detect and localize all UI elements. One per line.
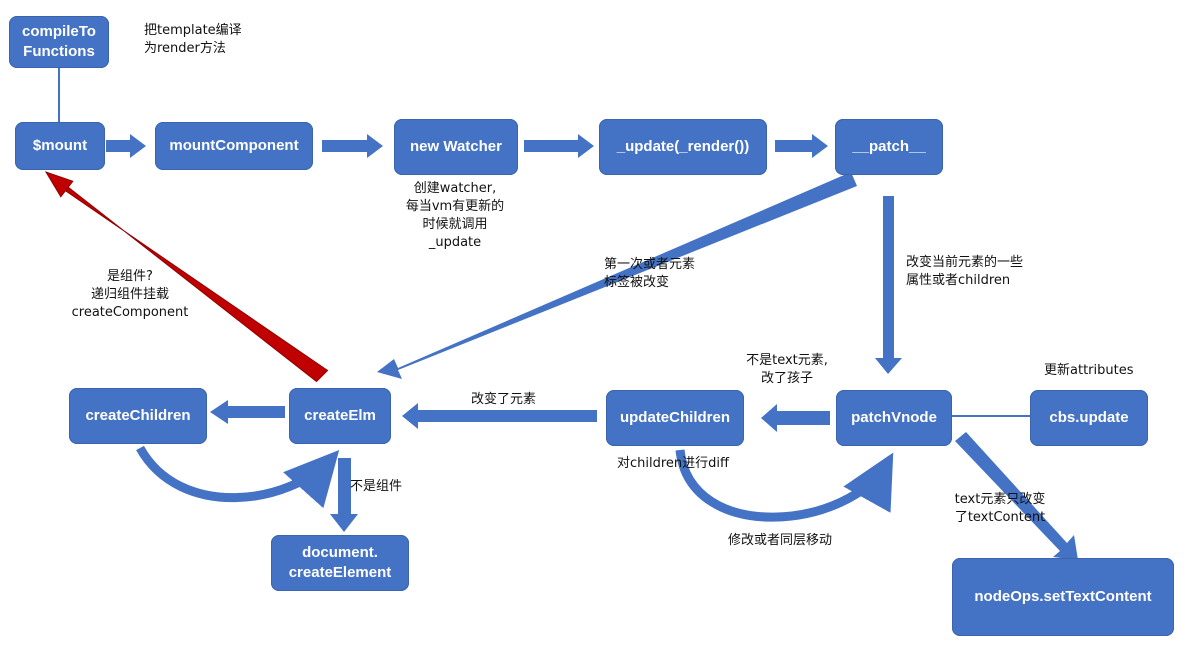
label-elem-changed: 改变了元素 <box>471 392 537 407</box>
label-update-attrs: 更新attributes <box>1044 363 1134 378</box>
node-new-watcher: new Watcher <box>394 119 518 175</box>
label-first-time: 第一次或者元素 标签被改变 <box>604 257 696 290</box>
arrow-updatechildren-to-createelm <box>402 403 597 429</box>
node-cbs-update: cbs.update <box>1030 390 1148 446</box>
arrow-createelm-to-createchildren <box>210 400 285 424</box>
node-mount: $mount <box>15 122 105 170</box>
arrow-mount-to-mountcomponent <box>106 134 146 158</box>
label-change-attrs: 改变当前元素的一些 属性或者children <box>906 255 1024 288</box>
node-document-createelement: document. createElement <box>271 535 409 591</box>
node-nodeops-settextcontent: nodeOps.setTextContent <box>952 558 1174 636</box>
node-compiletofunctions: compileTo Functions <box>9 16 109 68</box>
node-update-render: _update(_render()) <box>599 119 767 175</box>
label-not-text: 不是text元素, 改了孩子 <box>746 353 828 386</box>
arrow-mountcomponent-to-watcher <box>322 134 383 158</box>
arrow-patchvnode-to-updatechildren <box>761 404 830 432</box>
label-move-same-level: 修改或者同层移动 <box>728 533 833 548</box>
arrow-watcher-to-update <box>524 134 594 158</box>
arrow-createelm-to-createelement <box>330 458 358 532</box>
loop-updatechildren-to-patchvnode <box>675 449 894 522</box>
node-patchvnode: patchVnode <box>836 390 952 446</box>
node-mountcomponent: mountComponent <box>155 122 313 170</box>
node-updatechildren: updateChildren <box>606 390 744 446</box>
node-createelm: createElm <box>289 388 391 444</box>
node-createchildren: createChildren <box>69 388 207 444</box>
arrow-update-to-patch <box>775 134 828 158</box>
label-not-component: 不是组件 <box>350 479 403 494</box>
arrow-patchvnode-to-settextcontent <box>955 432 1078 560</box>
label-watcher-note: 创建watcher, 每当vm有更新的 时候就调用 _update <box>405 181 505 250</box>
loop-createchildren-to-createelm <box>136 445 340 509</box>
label-compile-note: 把template编译 为render方法 <box>144 23 242 56</box>
label-diff-children: 对children进行diff <box>617 456 729 471</box>
arrow-createelm-to-mount-red <box>44 171 329 383</box>
arrow-patch-to-createelm <box>377 172 857 379</box>
label-component-note: 是组件? 递归组件挂载 createComponent <box>71 269 189 320</box>
label-text-only: text元素只改变 了textContent <box>954 492 1046 525</box>
node-patch: __patch__ <box>835 119 943 175</box>
arrow-patch-to-patchvnode <box>875 196 902 374</box>
